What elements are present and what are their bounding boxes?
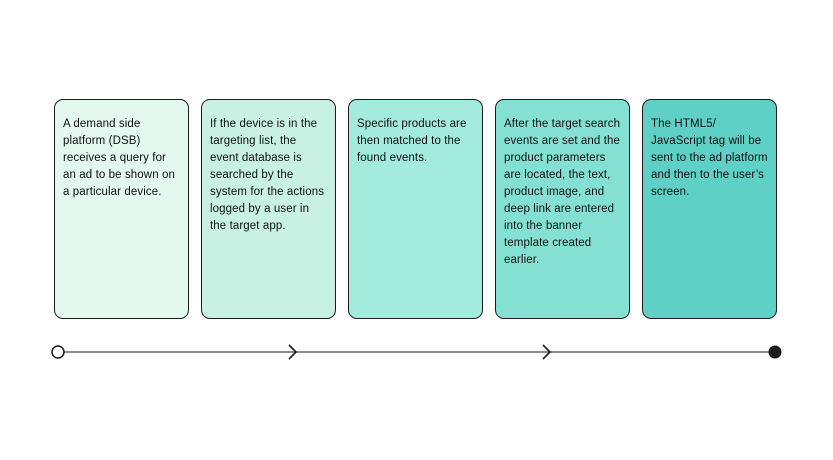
step-card-3-text: Specific products are then matched to th… (357, 118, 467, 164)
step-card-1-text: A demand side platform (DSB) receives a … (63, 118, 175, 198)
step-card-5: The HTML5/ JavaScript tag will be sent t… (642, 99, 777, 319)
step-card-2-text: If the device is in the targeting list, … (210, 118, 325, 232)
step-card-4-text: After the target search events are set a… (504, 118, 621, 266)
timeline-arrowhead-icon (288, 344, 298, 360)
step-cards-row: A demand side platform (DSB) receives a … (54, 99, 777, 319)
timeline-start-circle-icon (51, 345, 65, 359)
step-card-4: After the target search events are set a… (495, 99, 630, 319)
step-card-5-text: The HTML5/ JavaScript tag will be sent t… (651, 118, 768, 198)
step-card-2: If the device is in the targeting list, … (201, 99, 336, 319)
timeline-arrowhead-icon (542, 344, 552, 360)
step-card-1: A demand side platform (DSB) receives a … (54, 99, 189, 319)
timeline-arrow (51, 344, 782, 360)
timeline-end-dot-icon (768, 345, 782, 359)
step-card-3: Specific products are then matched to th… (348, 99, 483, 319)
